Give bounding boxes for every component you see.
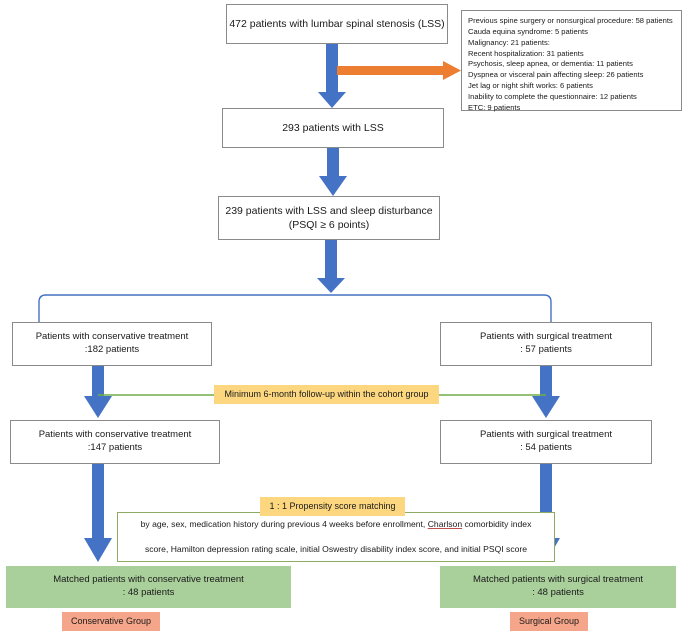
node-lss-239-sleep-disturbance: 239 patients with LSS and sleep disturba…: [218, 196, 440, 240]
node-matched-conservative-label: Matched patients with conservative treat…: [53, 574, 244, 598]
node-lss-293-label: 293 patients with LSS: [282, 121, 384, 134]
node-conservative-147-label: Patients with conservative treatment :14…: [38, 429, 192, 453]
arrow-total-to-293: [318, 44, 346, 108]
node-lss-293: 293 patients with LSS: [222, 108, 444, 148]
exclusion-item: Dyspnea or visceral pain affecting sleep…: [468, 70, 644, 80]
node-matched-surgical: Matched patients with surgical treatment…: [440, 566, 676, 608]
cohort-split-bracket: [38, 294, 552, 322]
node-total-patients: 472 patients with lumbar spinal stenosis…: [226, 4, 448, 44]
annotation-followup-period: Minimum 6-month follow-up within the coh…: [214, 385, 439, 404]
node-surgical-57: Patients with surgical treatment : 57 pa…: [440, 322, 652, 366]
node-conservative-147: Patients with conservative treatment :14…: [10, 420, 220, 464]
exclusion-item: Jet lag or night shift works: 6 patients: [468, 81, 593, 91]
arrow-surg57-to-surg54: [532, 366, 560, 418]
node-matched-conservative: Matched patients with conservative treat…: [6, 566, 291, 608]
arrow-exclusions: [337, 61, 461, 80]
exclusion-item: Malignancy: 21 patients:: [468, 37, 550, 47]
group-label-surgical-text: Surgical Group: [518, 616, 580, 627]
node-exclusion-criteria: Previous spine surgery or nonsurgical pr…: [461, 10, 682, 112]
psm-criteria-line-1: by age, sex, medication history during p…: [140, 518, 532, 529]
group-label-conservative-text: Conservative Group: [70, 616, 152, 627]
node-matched-surgical-label: Matched patients with surgical treatment…: [472, 574, 644, 598]
arrow-239-to-split: [317, 240, 345, 293]
group-label-conservative: Conservative Group: [62, 612, 160, 631]
annotation-propensity-score-matching: 1 : 1 Propensity score matching: [260, 497, 405, 516]
exclusion-item: Inability to complete the questionnaire:…: [468, 91, 637, 101]
node-surgical-54-label: Patients with surgical treatment : 54 pa…: [479, 429, 612, 453]
exclusion-item: Previous spine surgery or nonsurgical pr…: [468, 16, 673, 25]
exclusion-item: ETC: 9 patients: [468, 102, 521, 112]
exclusion-item: Psychosis, sleep apnea, or dementia: 11 …: [468, 59, 633, 69]
node-psm-criteria-text: by age, sex, medication history during p…: [141, 505, 532, 569]
node-lss-239-label: 239 patients with LSS and sleep disturba…: [225, 204, 433, 231]
psm-criteria-line-2: score, Hamilton depression rating scale,…: [144, 544, 528, 555]
exclusion-item: Cauda equina syndrome: 5 patients: [468, 26, 588, 36]
node-psm-criteria: by age, sex, medication history during p…: [117, 512, 555, 562]
node-surgical-54: Patients with surgical treatment : 54 pa…: [440, 420, 652, 464]
node-total-patients-label: 472 patients with lumbar spinal stenosis…: [229, 17, 445, 30]
annotation-psm-label: 1 : 1 Propensity score matching: [269, 501, 396, 512]
group-label-surgical: Surgical Group: [510, 612, 588, 631]
node-surgical-57-label: Patients with surgical treatment : 57 pa…: [479, 331, 612, 355]
exclusion-item: Recent hospitalization: 31 patients: [468, 48, 584, 58]
arrow-cons182-to-cons147: [84, 366, 112, 418]
arrow-293-to-239: [319, 148, 347, 196]
arrow-cons147-to-matched: [84, 464, 112, 562]
annotation-followup-period-label: Minimum 6-month follow-up within the coh…: [224, 389, 429, 400]
node-conservative-182-label: Patients with conservative treatment :18…: [35, 331, 189, 355]
node-conservative-182: Patients with conservative treatment :18…: [12, 322, 212, 366]
